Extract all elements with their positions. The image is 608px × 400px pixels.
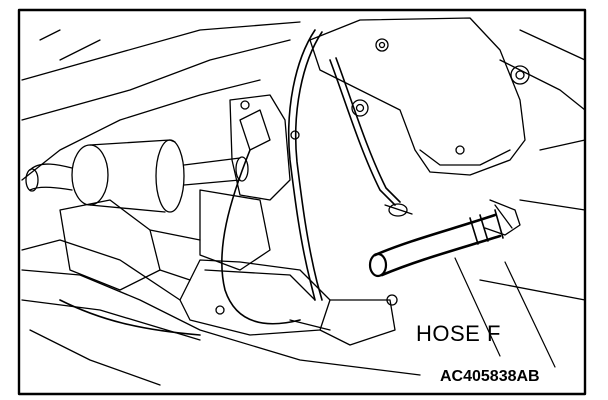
wiring-harness bbox=[59, 29, 401, 336]
hose-f-label: HOSE F bbox=[416, 321, 501, 346]
background-structure bbox=[21, 21, 586, 386]
lower-tray bbox=[179, 259, 398, 346]
code-leader-line bbox=[504, 261, 556, 368]
upper-housing bbox=[309, 17, 530, 176]
filter-canister bbox=[25, 139, 249, 213]
figure-frame bbox=[17, 8, 587, 396]
hose-f bbox=[368, 209, 504, 278]
hose-leader-line bbox=[454, 257, 501, 357]
hose-connector bbox=[384, 199, 521, 236]
bracket-assembly bbox=[59, 94, 300, 291]
figure-code-label: AC405838AB bbox=[440, 368, 540, 385]
